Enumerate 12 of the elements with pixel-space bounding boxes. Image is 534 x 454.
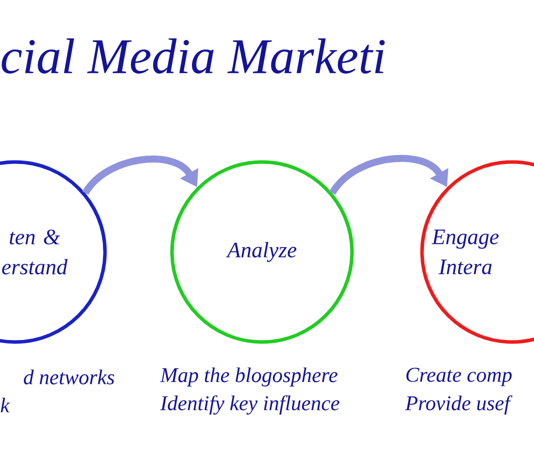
description-text: Identify key influence (160, 395, 340, 415)
description-text: k (0, 398, 10, 412)
title: cial Media Marketi (2, 38, 385, 74)
description-text: d networks (24, 370, 114, 384)
description-text: Provide usef (405, 395, 512, 415)
curved-arrow (82, 156, 198, 196)
curved-arrow (329, 154, 448, 196)
description-text: Map the blogosphere (160, 367, 338, 387)
description-text: Create comp (406, 368, 512, 386)
node-label: Engage Intera (432, 230, 499, 274)
node-label: ten & erstand (2, 230, 68, 274)
node-label: Analyze (226, 242, 296, 262)
